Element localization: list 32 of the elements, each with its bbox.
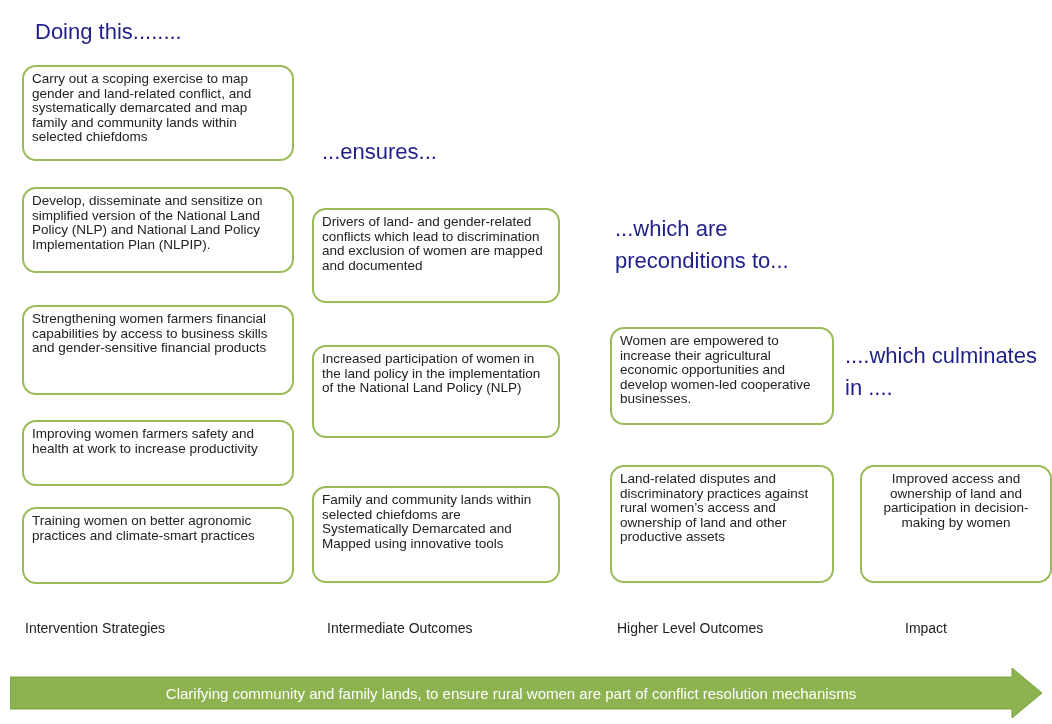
- column-label: Higher Level Outcomes: [617, 620, 764, 636]
- column-label: Impact: [905, 620, 947, 636]
- outcome-box: [22, 305, 294, 395]
- column-label: Intervention Strategies: [25, 620, 166, 636]
- outcome-box: [610, 465, 834, 583]
- box-text: Drivers of land- and gender-related conflicts which lead to discrimination and exclusion of women are mapped and documented: [322, 215, 544, 274]
- outcome-box: [22, 507, 294, 584]
- box-text: Improved access and ownership of land and participation in decision-making by women: [882, 472, 1030, 531]
- box-text: Family and community lands within selected chiefdoms are Systematically Demarcated and Mapped using innovative tools: [322, 493, 533, 552]
- outcome-box: [610, 327, 834, 425]
- outcome-box: [22, 65, 294, 161]
- box-text: Carry out a scoping exercise to map gender and land-related conflict, and systematically demarcated and map family and community lands within selected chiefdoms: [32, 72, 253, 145]
- outcome-box: [312, 208, 560, 303]
- stage-heading: ...which are preconditions to...: [615, 215, 790, 275]
- stage-heading: Doing this........: [35, 18, 183, 46]
- column-label: Intermediate Outcomes: [327, 620, 473, 636]
- banner-text: Clarifying community and family lands, to ensure rural women are part of conflict resolution mechanisms: [164, 683, 858, 704]
- outcome-box: [312, 345, 560, 438]
- arrow-banner: [10, 668, 1042, 718]
- box-text: Women are empowered to increase their agricultural economic opportunities and develop women-led cooperative businesses.: [620, 334, 812, 407]
- box-text: Develop, disseminate and sensitize on simplified version of the National Land Policy (NLP) and National Land Policy Implementation Plan (NLPIP).: [32, 194, 264, 253]
- box-text: Improving women farmers safety and health at work to increase productivity: [32, 427, 259, 457]
- outcome-box: [860, 465, 1052, 583]
- box-text: Increased participation of women in the land policy in the implementation of the National Land Policy (NLP): [322, 352, 542, 396]
- box-text: Land-related disputes and discriminatory practices against rural women’s access and ownership of land and other productive assets: [620, 472, 810, 545]
- outcome-box: [22, 420, 294, 486]
- outcome-box: [312, 486, 560, 583]
- box-text: Strengthening women farmers financial capabilities by access to business skills and gender-sensitive financial products: [32, 312, 269, 356]
- stage-heading: ....which culminates in ....: [845, 342, 1038, 402]
- outcome-box: [22, 187, 294, 273]
- box-text: Training women on better agronomic practices and climate-smart practices: [32, 514, 256, 544]
- stage-heading: ...ensures...: [322, 138, 438, 166]
